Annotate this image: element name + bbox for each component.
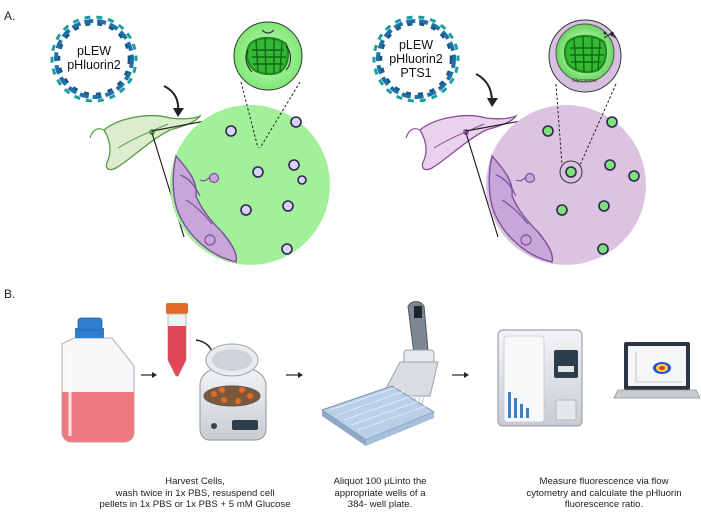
culture-flask-icon (61, 317, 135, 443)
centrifuge-icon (199, 343, 267, 441)
measure-caption-line-1: Measure fluorescence via flow (539, 476, 669, 487)
harvest-caption-line-1: Harvest Cells, (165, 476, 225, 487)
right-cell (486, 105, 646, 265)
harvest-caption: Harvest Cells, wash twice in 1x PBS, res… (84, 476, 306, 511)
measure-caption-line-2: cytometry and calculate the pHluorin (526, 487, 682, 499)
aliquot-caption: Aliquot 100 µLinto the appropriate wells… (310, 476, 450, 511)
harvest-caption-line-2: wash twice in 1x PBS, resuspend cell (115, 487, 275, 499)
right-glycosome-inset (548, 19, 622, 93)
measure-caption: Measure fluorescence via flow cytometry … (516, 476, 692, 511)
left-plasmid (50, 15, 138, 103)
right-plasmid (372, 15, 460, 103)
right-arrowhead (487, 98, 498, 107)
right-plasmid-line-2: pHluorin2 (389, 52, 443, 66)
right-plasmid-label: pLEW pHluorin2 PTS1 (376, 38, 456, 80)
left-plasmid-label: pLEW pHluorin2 (54, 44, 134, 72)
centrifuge-tube-icon (166, 303, 188, 377)
left-plasmid-line-2: pHluorin2 (67, 58, 121, 72)
harvest-caption-line-3: pellets in 1x PBS or 1x PBS + 5 mM Gluco… (99, 499, 291, 510)
measure-caption-line-3: fluorescence ratio. (564, 499, 644, 510)
left-arrowhead (173, 108, 184, 117)
right-plasmid-line-1: pLEW (398, 38, 434, 52)
glycosome-label: Glycosome (572, 78, 598, 84)
laptop-icon (613, 342, 701, 399)
aliquot-caption-line-3: 384- well plate. (347, 499, 413, 510)
panel-b-label: B. (4, 287, 16, 301)
aliquot-caption-line-1: Aliquot 100 µLinto the (333, 476, 427, 487)
right-plasmid-line-3: PTS1 (400, 66, 432, 80)
right-arrow (475, 73, 493, 103)
left-cell (170, 105, 330, 265)
flow-cytometer-icon (497, 329, 583, 427)
left-parasite (89, 114, 202, 171)
left-plasmid-line-1: pLEW (76, 44, 112, 58)
aliquot-caption-line-2: appropriate wells of a (334, 487, 426, 499)
left-gfp-inset (233, 21, 303, 91)
384-well-plate-icon (320, 385, 436, 446)
panel-a-label: A. (4, 9, 16, 23)
